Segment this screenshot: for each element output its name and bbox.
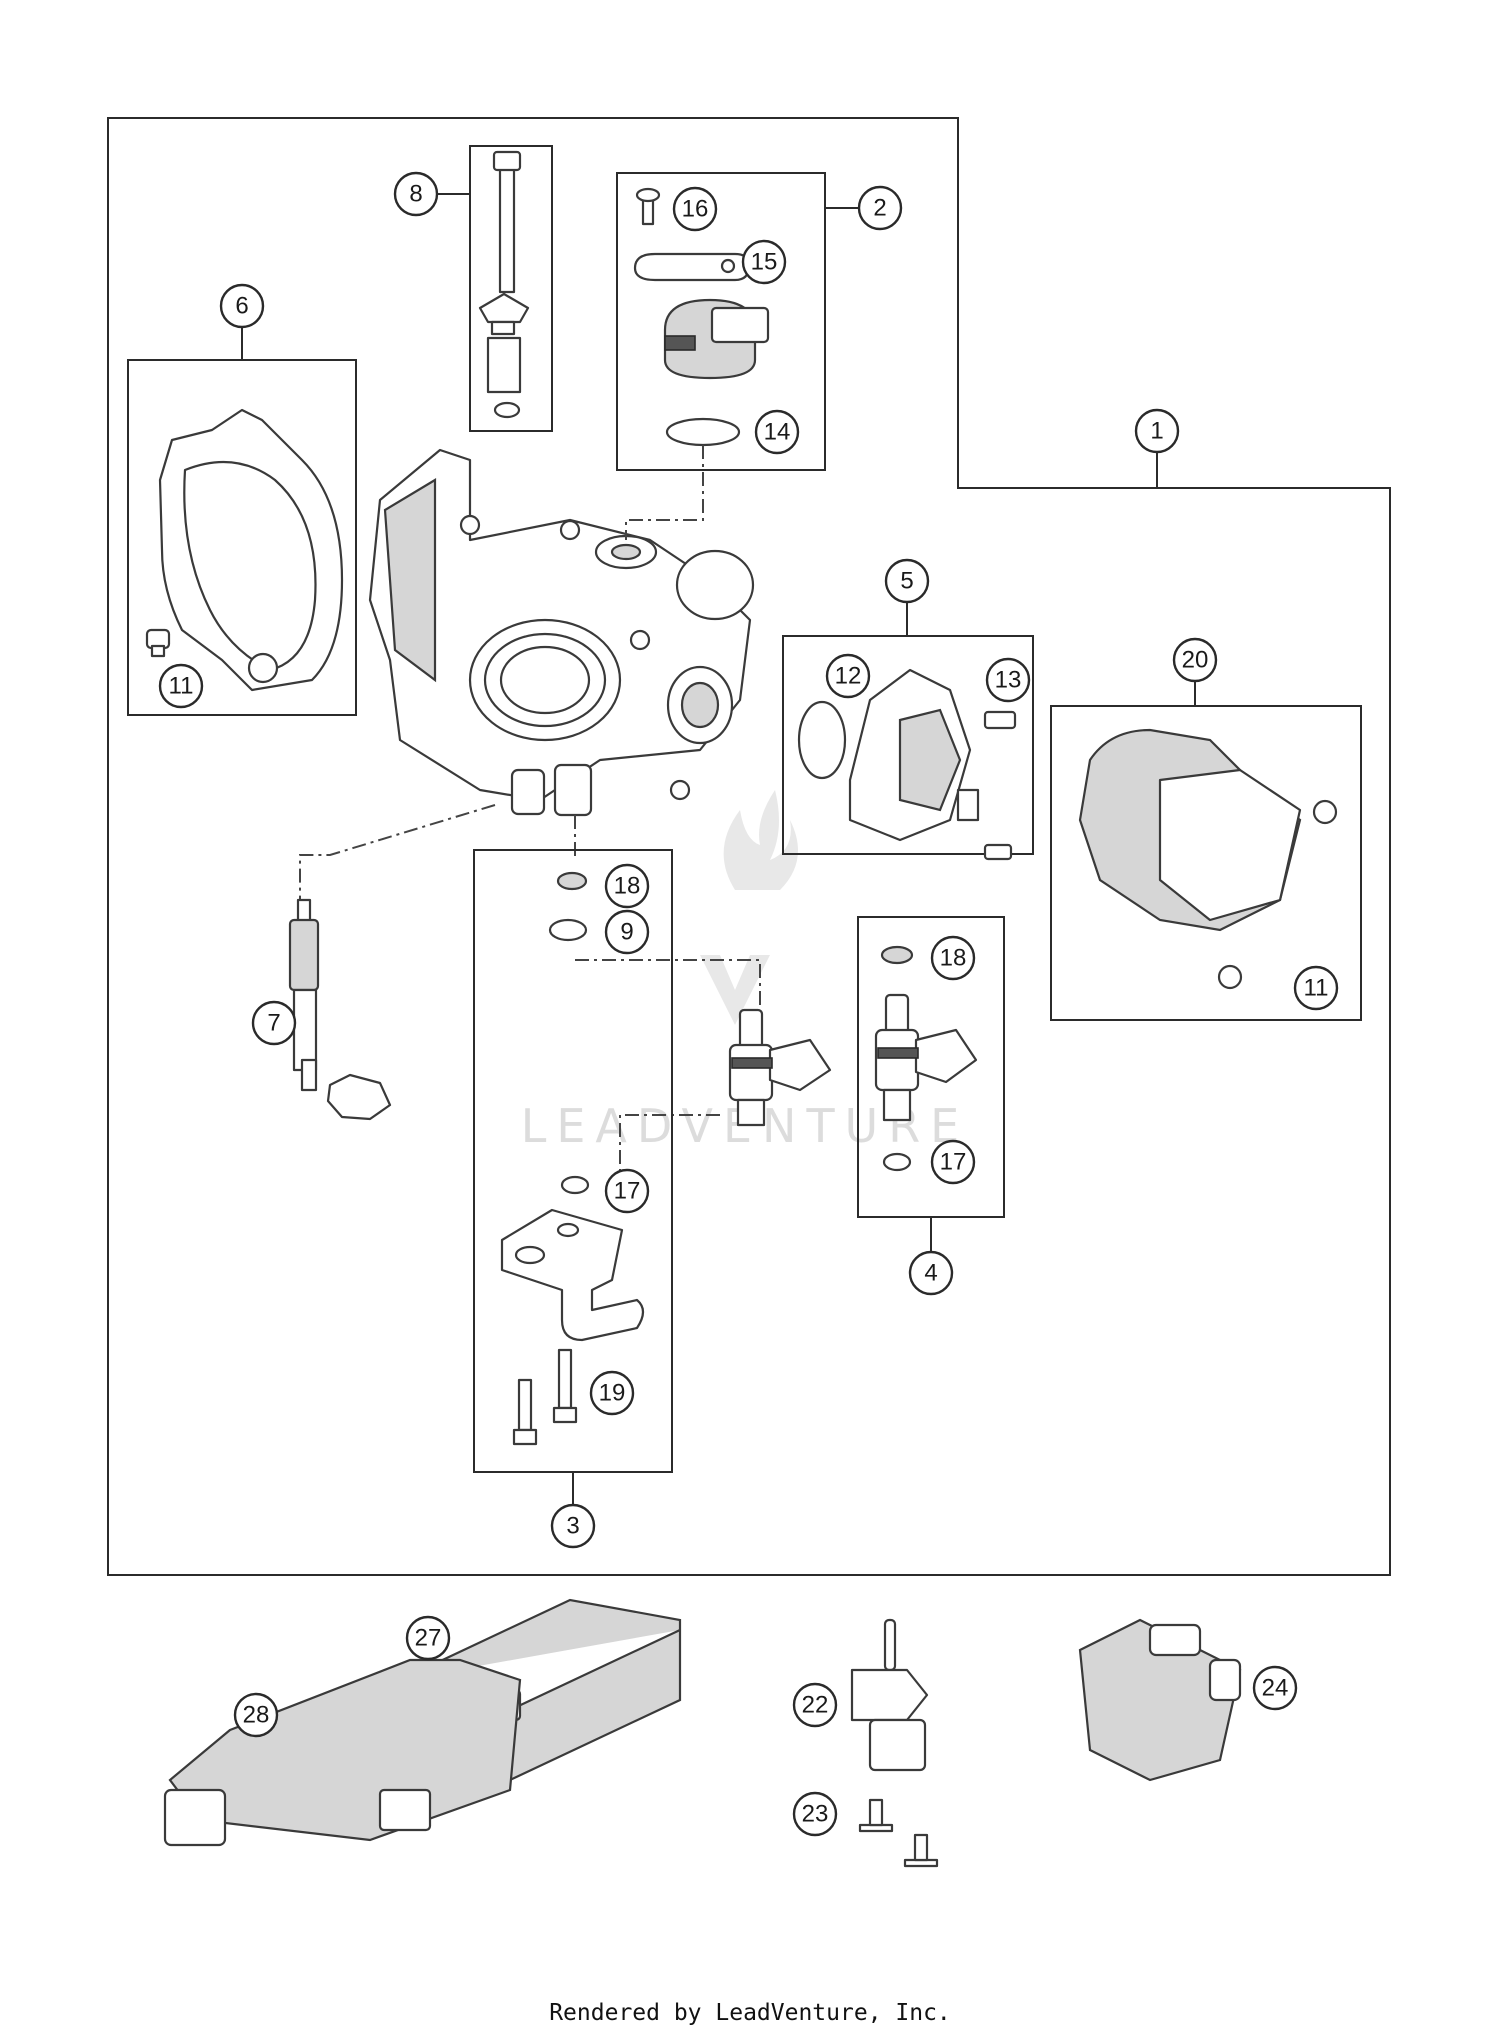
- svg-text:16: 16: [682, 196, 709, 223]
- fuel-injector-b: [874, 945, 978, 1172]
- callout-13: 13: [985, 657, 1031, 703]
- lower-parts: [163, 1598, 1242, 1868]
- throttle-sensor-assembly: [1078, 728, 1338, 990]
- svg-text:1: 1: [1150, 418, 1163, 445]
- svg-text:18: 18: [614, 873, 641, 900]
- callout-12: 12: [825, 653, 871, 699]
- svg-text:28: 28: [243, 1702, 270, 1729]
- svg-text:3: 3: [566, 1513, 579, 1540]
- callout-9: 9: [604, 909, 650, 955]
- callout-17-a: 17: [604, 1168, 650, 1214]
- throttle-position-sensor-parts: [633, 187, 770, 447]
- map-sensor-parts: [797, 668, 1017, 861]
- group-8-frame: [469, 145, 553, 432]
- svg-text:24: 24: [1262, 1675, 1289, 1702]
- callout-3: 3: [550, 1503, 596, 1549]
- callout-6: 6: [219, 283, 265, 329]
- svg-text:17: 17: [940, 1149, 967, 1176]
- callout-18-a: 18: [604, 863, 650, 909]
- callout-28: 28: [233, 1692, 279, 1738]
- svg-text:17: 17: [614, 1178, 641, 1205]
- svg-text:14: 14: [764, 419, 791, 446]
- callout-15: 15: [741, 239, 787, 285]
- svg-text:9: 9: [620, 919, 633, 946]
- callout-16: 16: [672, 186, 718, 232]
- group-20-frame: [1050, 705, 1362, 1021]
- svg-text:13: 13: [995, 667, 1022, 694]
- svg-text:20: 20: [1182, 647, 1209, 674]
- callout-27: 27: [405, 1615, 451, 1661]
- idle-screw-assembly: [478, 150, 530, 419]
- assembly-frame: [107, 117, 1391, 1576]
- svg-text:19: 19: [599, 1380, 626, 1407]
- svg-text:18: 18: [940, 945, 967, 972]
- callout-17-b: 17: [930, 1139, 976, 1185]
- callout-14: 14: [754, 409, 800, 455]
- svg-text:12: 12: [835, 663, 862, 690]
- svg-text:22: 22: [802, 1692, 829, 1719]
- callout-20: 20: [1172, 637, 1218, 683]
- callout-7: 7: [251, 1000, 297, 1046]
- callout-11-a: 11: [158, 663, 204, 709]
- callout-18-b: 18: [930, 935, 976, 981]
- group-2-frame: [616, 172, 826, 471]
- cover-part: [145, 408, 344, 692]
- svg-text:6: 6: [235, 293, 248, 320]
- throttle-body: [368, 448, 755, 817]
- svg-text:27: 27: [415, 1625, 442, 1652]
- spark-plug: [288, 898, 392, 1121]
- svg-text:7: 7: [267, 1010, 280, 1037]
- callout-1: 1: [1134, 408, 1180, 454]
- callout-11-b: 11: [1293, 965, 1339, 1011]
- callout-8: 8: [393, 171, 439, 217]
- callout-19: 19: [589, 1370, 635, 1416]
- callout-24: 24: [1252, 1665, 1298, 1711]
- svg-text:11: 11: [169, 673, 194, 700]
- svg-text:2: 2: [873, 195, 886, 222]
- svg-text:5: 5: [900, 568, 913, 595]
- callout-5: 5: [884, 558, 930, 604]
- footer-credit: Rendered by LeadVenture, Inc.: [549, 2000, 951, 2026]
- fuel-injector-a: [728, 1008, 832, 1127]
- callout-2: 2: [857, 185, 903, 231]
- svg-text:11: 11: [1304, 975, 1329, 1002]
- callout-23: 23: [792, 1791, 838, 1837]
- callout-4: 4: [908, 1250, 954, 1296]
- callout-22: 22: [792, 1682, 838, 1728]
- fuel-rail-parts: [500, 871, 645, 1446]
- svg-text:4: 4: [924, 1260, 937, 1287]
- svg-text:23: 23: [802, 1801, 829, 1828]
- svg-text:15: 15: [751, 249, 778, 276]
- svg-text:8: 8: [409, 181, 422, 208]
